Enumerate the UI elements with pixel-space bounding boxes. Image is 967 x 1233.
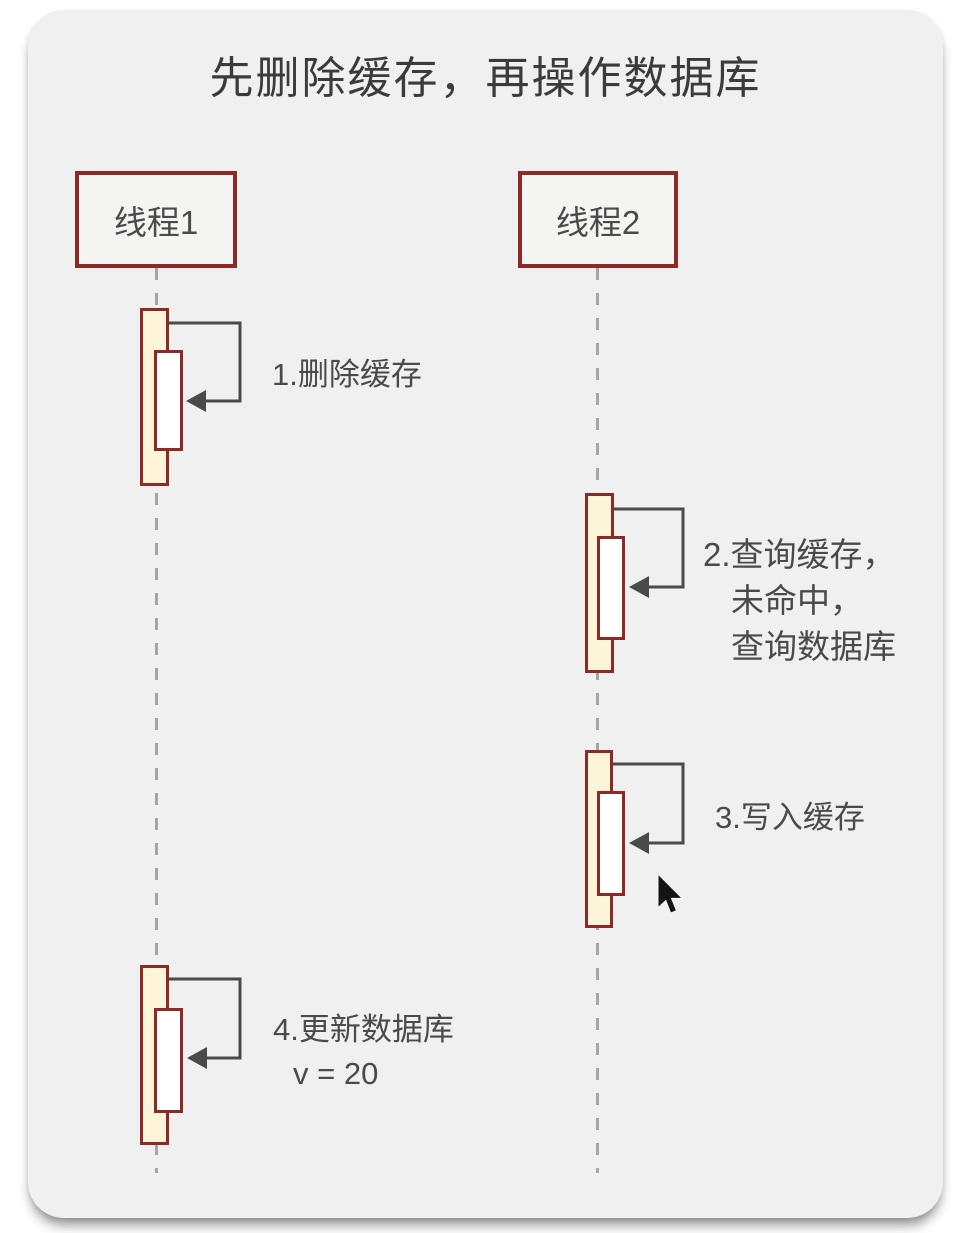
message-4-line1: 4.更新数据库	[273, 1012, 454, 1047]
message-1-text: 1.删除缓存	[272, 357, 422, 392]
self-arrow-icon-1	[169, 321, 242, 412]
self-arrow-icon-2	[614, 507, 685, 598]
lifeline-thread2	[596, 268, 599, 1173]
message-2-line2: 未命中，	[731, 582, 863, 619]
message-label-1: 1.删除缓存	[272, 349, 422, 394]
message-3-text: 3.写入缓存	[715, 800, 865, 835]
activation-inner-3	[597, 791, 625, 896]
mouse-cursor-icon	[657, 873, 684, 914]
message-label-2: 2.查询缓存， 未命中， 查询数据库	[703, 532, 896, 670]
actor-thread2: 线程2	[518, 171, 678, 268]
message-4-line2: v = 20	[293, 1056, 379, 1091]
activation-inner-4	[154, 1008, 183, 1113]
self-arrow-icon-3	[613, 762, 685, 854]
actor-thread1: 线程1	[75, 171, 237, 268]
message-label-4: 4.更新数据库 v = 20	[273, 1008, 454, 1096]
message-2-line1: 2.查询缓存，	[703, 536, 896, 573]
activation-inner-1	[154, 350, 183, 451]
message-2-line3: 查询数据库	[731, 628, 896, 665]
activation-inner-2	[597, 536, 625, 640]
actor-thread2-label: 线程2	[555, 203, 641, 241]
diagram-title: 先删除缓存，再操作数据库	[209, 54, 762, 103]
message-label-3: 3.写入缓存	[715, 792, 865, 837]
self-arrow-icon-4	[169, 977, 242, 1069]
lifeline-thread1	[155, 268, 158, 1173]
actor-thread1-label: 线程1	[113, 203, 199, 241]
